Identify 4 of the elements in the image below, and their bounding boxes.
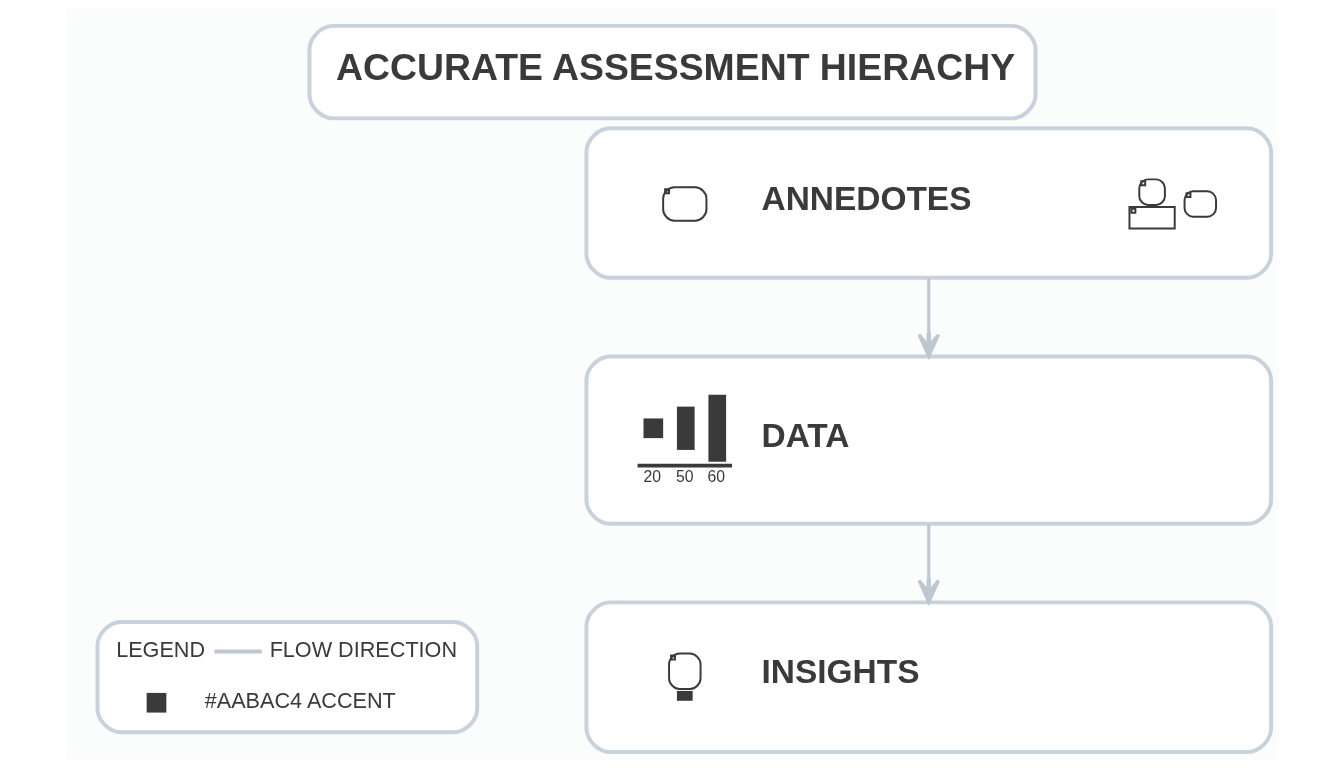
legend-label: #AABAC4 ACCENT	[204, 688, 396, 714]
label: LEGEND	[115, 637, 205, 663]
diagram-title: ACCURATE ASSESSMENT HIERACHY	[335, 46, 1015, 89]
legend-label: FLOW DIRECTION	[269, 637, 457, 663]
